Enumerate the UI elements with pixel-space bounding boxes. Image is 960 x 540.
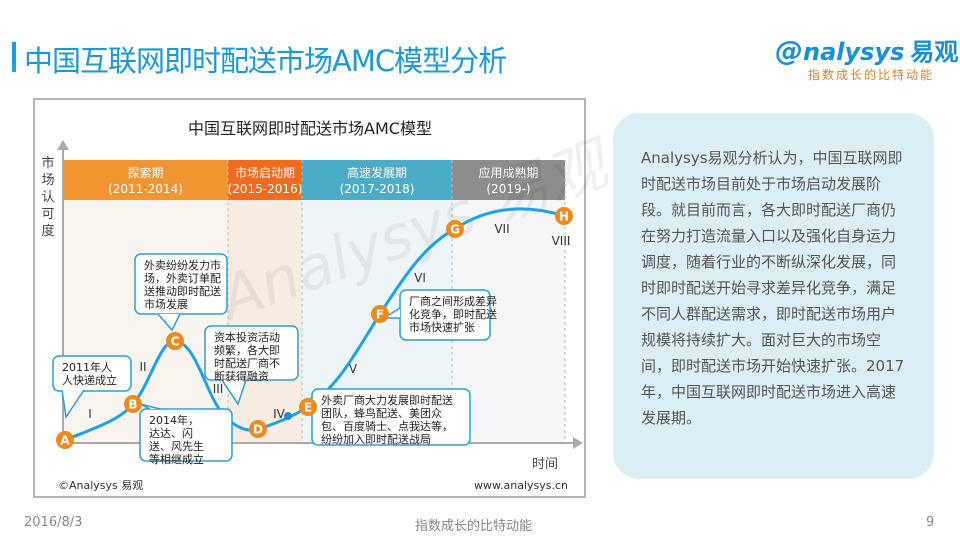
- stage-label: V: [349, 362, 358, 376]
- callout-text: 资本投资活动: [214, 330, 280, 344]
- callout-box: [204, 325, 299, 381]
- callout-text: 时配送厂商不: [214, 356, 280, 370]
- point-label: B: [128, 398, 137, 412]
- callout-text: 化竞争，即时配送: [409, 307, 497, 321]
- analysis-panel: Analysys易观分析认为，中国互联网即时配送市场目前处于市场启动发展阶段。就…: [613, 113, 934, 479]
- callout-text: 等相继成立: [149, 452, 204, 466]
- phase-years: (2015-2016): [228, 182, 303, 196]
- point-marker-H: [555, 207, 573, 225]
- point-label: C: [171, 335, 180, 349]
- callout-text: 频繁，各大即: [214, 343, 280, 357]
- stage-label: III: [213, 382, 224, 396]
- point-marker-F: [371, 305, 389, 323]
- phase-name: 探索期: [127, 166, 163, 180]
- point-marker-C: [166, 332, 184, 350]
- callout-box: [134, 253, 228, 315]
- chart-source: ©Analysys 易观: [58, 479, 143, 492]
- callout-text: 达达、闪: [149, 426, 193, 440]
- point-marker-D: [249, 420, 267, 438]
- point-label: A: [60, 434, 70, 448]
- phase-header: [63, 160, 228, 200]
- phase-header: [302, 160, 452, 200]
- x-axis-label: 时间: [532, 457, 558, 472]
- chart-url: www.analysys.cn: [474, 479, 568, 492]
- callout-box: [139, 408, 233, 462]
- callout-pointer: [157, 313, 181, 332]
- callout-text: 送、风先生: [149, 439, 204, 453]
- footer-date: 2016/8/3: [24, 515, 83, 530]
- phase-name: 应用成熟期: [478, 165, 538, 180]
- point-label: H: [559, 210, 569, 224]
- phase-years: (2017-2018): [340, 182, 415, 196]
- point-label: D: [253, 423, 263, 437]
- callout-text: 团队，蜂鸟配送、美团众: [321, 406, 442, 420]
- stage-label: VIII: [552, 234, 571, 248]
- point-label: E: [304, 401, 312, 415]
- callout-text: 送推动即时配送: [144, 284, 221, 298]
- callout-text: 包、百度骑士、点我达等，: [321, 419, 453, 433]
- point-label: G: [450, 223, 460, 237]
- callout-text: 厂商之间形成差异: [409, 294, 497, 308]
- x-axis-arrow: [573, 437, 583, 449]
- callout-text: 市场发展: [144, 297, 188, 311]
- phase-background: [228, 200, 302, 443]
- callout-pointer: [61, 389, 85, 420]
- point-marker-E: [299, 398, 317, 416]
- phase-years: (2011-2014): [108, 182, 183, 196]
- callout-text: 人快递成立: [62, 373, 117, 387]
- callout-box: [52, 355, 132, 392]
- logo-slogan: 指数成长的比特动能: [808, 68, 935, 82]
- stage-label: II: [139, 360, 146, 374]
- callout-text: 纷纷加入即时配送战局: [321, 432, 431, 446]
- stage-label: VII: [494, 222, 509, 236]
- callout-text: 市场快速扩张: [409, 320, 475, 334]
- callout-text: 外卖纷纷发力市: [144, 258, 221, 272]
- title-accent-bar: [12, 42, 16, 72]
- current-position-dot: [284, 412, 292, 420]
- point-label: F: [376, 308, 384, 322]
- page-number: 9: [926, 515, 935, 530]
- analysis-text: Analysys易观分析认为，中国互联网即时配送市场目前处于市场启动发展阶段。就…: [641, 149, 905, 427]
- phase-name: 市场启动期: [235, 165, 295, 180]
- point-marker-A: [56, 431, 74, 449]
- point-marker-G: [446, 220, 464, 238]
- stage-label: IV: [273, 407, 286, 421]
- page-title: 中国互联网即时配送市场AMC模型分析: [24, 44, 507, 78]
- phase-header: [228, 160, 302, 200]
- y-axis-label: 市场认可度: [41, 156, 55, 239]
- stage-label: VI: [414, 271, 426, 285]
- callout-text: 场，外卖订单配: [144, 271, 221, 285]
- callout-text: 外卖厂商大力发展即时配送: [321, 393, 453, 407]
- y-axis-arrow: [57, 140, 69, 150]
- point-marker-B: [124, 395, 142, 413]
- chart-title: 中国互联网即时配送市场AMC模型: [188, 119, 432, 138]
- footer-slogan: 指数成长的比特动能: [415, 519, 533, 534]
- phase-name: 高速发展期: [347, 165, 407, 180]
- phase-background: [63, 200, 228, 443]
- callout-text: 2014年，: [149, 413, 199, 427]
- phase-years: (2019-): [486, 182, 530, 196]
- stage-label: I: [88, 407, 92, 421]
- callout-text: 断获得融资: [214, 369, 269, 383]
- callout-text: 2011年人: [62, 360, 112, 374]
- callout-pointer: [221, 379, 247, 406]
- callout-box: [311, 388, 471, 446]
- phase-header: [452, 160, 565, 200]
